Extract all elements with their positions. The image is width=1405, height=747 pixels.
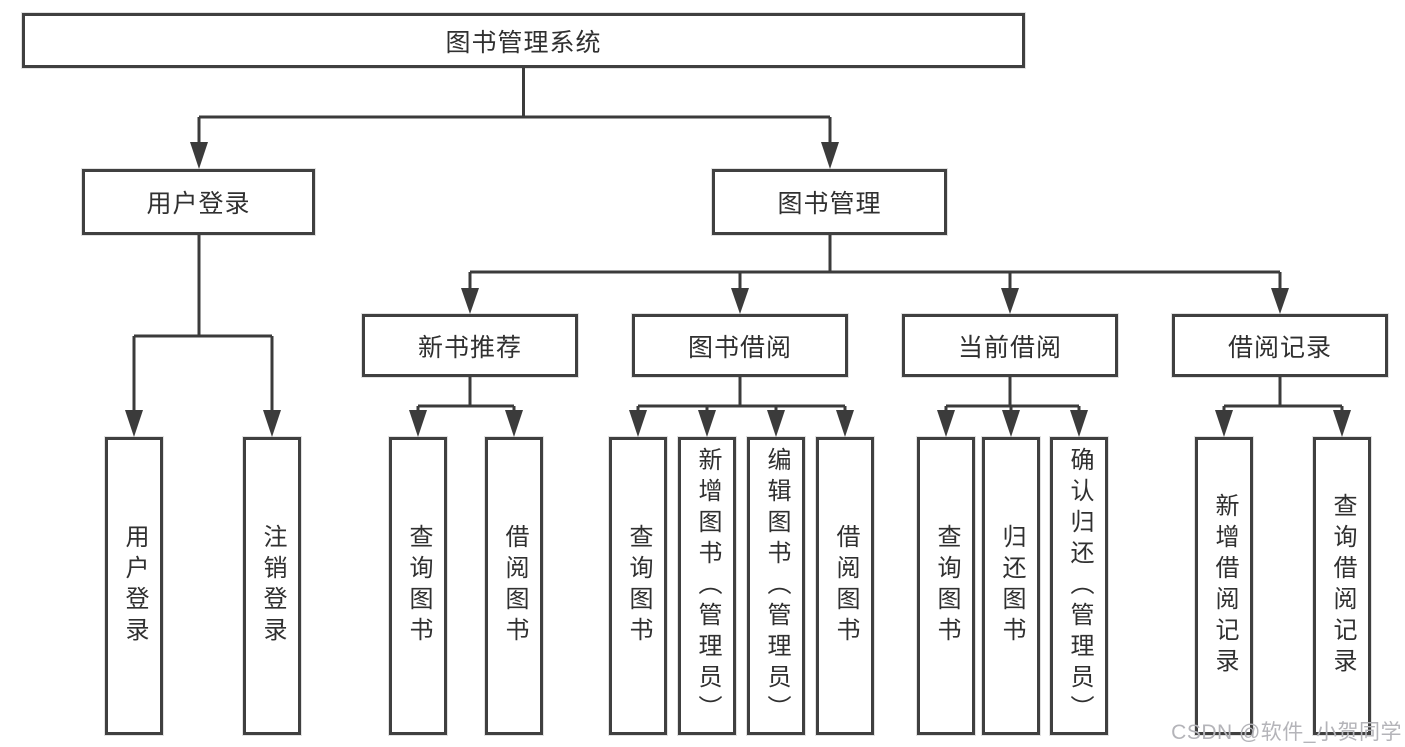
node-current-borrow: 当前借阅	[902, 314, 1118, 377]
connector-current-borrow-to-leaves	[937, 377, 1088, 437]
arrowhead-icon	[1215, 410, 1233, 437]
node-borrow-records: 借阅记录	[1172, 314, 1388, 377]
node-label: 用户登录	[146, 190, 251, 218]
arrowhead-icon	[1271, 288, 1289, 314]
node-label: 确认归还（管理员）	[1066, 446, 1093, 726]
node-label: 归还图书	[998, 524, 1025, 648]
arrowhead-icon	[629, 410, 647, 437]
leaf-logout: 注销登录	[243, 437, 301, 735]
arrowhead-icon	[821, 142, 839, 169]
node-label: 新增借阅记录	[1211, 493, 1238, 679]
leaf-add-books-admin: 新增图书（管理员）	[678, 437, 736, 735]
csdn-watermark: CSDN @软件_小贺同学	[1171, 721, 1402, 744]
node-label: 图书借阅	[687, 333, 792, 362]
node-label: 查询借阅记录	[1329, 493, 1356, 679]
node-book-borrow: 图书借阅	[632, 314, 848, 377]
node-label: 借阅记录	[1227, 333, 1332, 362]
arrowhead-icon	[767, 410, 785, 437]
arrowhead-icon	[409, 410, 427, 437]
node-root-system: 图书管理系统	[22, 13, 1025, 68]
node-label: 查询图书	[933, 524, 960, 648]
arrowhead-icon	[125, 410, 143, 437]
arrowhead-icon	[1333, 410, 1351, 437]
arrowhead-icon	[836, 410, 854, 437]
node-label: 借阅图书	[832, 524, 859, 648]
leaf-current-query-books: 查询图书	[917, 437, 975, 735]
arrowhead-icon	[1001, 288, 1019, 314]
arrowhead-icon	[505, 410, 523, 437]
leaf-add-borrow-record: 新增借阅记录	[1195, 437, 1253, 735]
node-root-label: 图书管理系统	[445, 28, 602, 57]
arrowhead-icon	[1070, 410, 1088, 437]
node-label: 新增图书（管理员）	[694, 446, 721, 726]
connector-borrow-records-to-leaves	[1215, 377, 1351, 437]
leaf-return-books: 归还图书	[982, 437, 1040, 735]
arrowhead-icon	[190, 142, 208, 169]
leaf-recommend-query-books: 查询图书	[389, 437, 447, 735]
connector-book-borrow-to-leaves	[629, 377, 854, 437]
arrowhead-icon	[937, 410, 955, 437]
node-label: 新书推荐	[417, 333, 522, 362]
connector-book-management-to-level3	[461, 235, 1289, 314]
node-user-login: 用户登录	[82, 169, 315, 235]
arrowhead-icon	[731, 288, 749, 314]
arrowhead-icon	[1002, 410, 1020, 437]
leaf-user-login: 用户登录	[105, 437, 163, 735]
connector-root-to-level2	[190, 68, 839, 169]
node-label: 查询图书	[625, 524, 652, 648]
connector-new-book-recommend-to-leaves	[409, 377, 523, 437]
leaf-borrow-books: 借阅图书	[816, 437, 874, 735]
node-label: 查询图书	[405, 524, 432, 648]
arrowhead-icon	[461, 288, 479, 314]
connector-user-login-to-leaves	[125, 235, 281, 437]
node-label: 注销登录	[259, 524, 286, 648]
node-label: 借阅图书	[501, 524, 528, 648]
leaf-confirm-return-admin: 确认归还（管理员）	[1050, 437, 1108, 735]
node-new-book-recommend: 新书推荐	[362, 314, 578, 377]
node-label: 编辑图书（管理员）	[763, 446, 790, 726]
node-label: 当前借阅	[957, 333, 1062, 362]
arrowhead-icon	[263, 410, 281, 437]
node-label: 图书管理	[777, 190, 882, 218]
arrowhead-icon	[698, 410, 716, 437]
leaf-recommend-borrow-books: 借阅图书	[485, 437, 543, 735]
node-book-management: 图书管理	[712, 169, 947, 235]
node-label: 用户登录	[121, 524, 148, 648]
leaf-query-borrow-record: 查询借阅记录	[1313, 437, 1371, 735]
leaf-edit-books-admin: 编辑图书（管理员）	[747, 437, 805, 735]
leaf-borrow-query-books: 查询图书	[609, 437, 667, 735]
